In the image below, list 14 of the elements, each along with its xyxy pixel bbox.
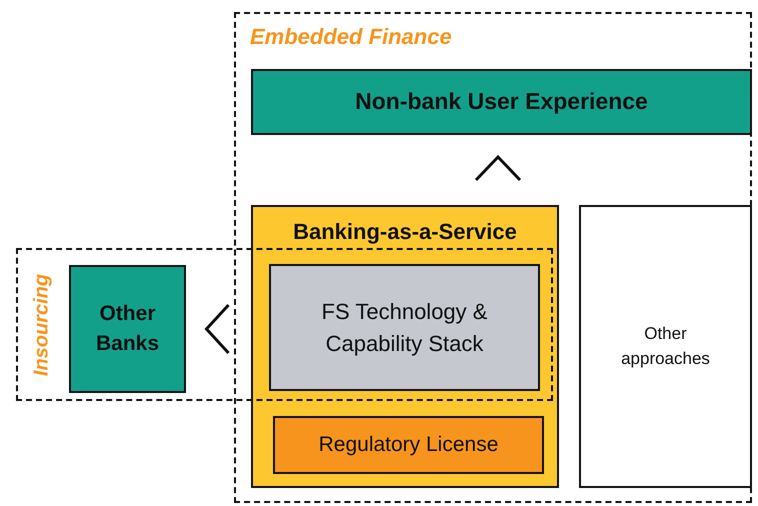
box-label: Other approaches bbox=[620, 322, 711, 370]
box-label: Other Banks bbox=[94, 300, 160, 357]
stack-box bbox=[269, 264, 540, 391]
region-title: Embedded Finance bbox=[250, 24, 452, 50]
box-label: FS Technology & Capability Stack bbox=[320, 298, 488, 358]
license-box bbox=[273, 416, 544, 474]
box-title: Banking-as-a-Service bbox=[292, 219, 518, 245]
bank-box bbox=[69, 265, 186, 393]
box-label: Non-bank User Experience bbox=[354, 87, 649, 116]
approach-box bbox=[579, 205, 752, 488]
region-title: Insourcing bbox=[30, 273, 54, 376]
box-label: Regulatory License bbox=[318, 432, 500, 458]
header-box bbox=[251, 69, 752, 135]
dashed-region bbox=[16, 248, 553, 401]
